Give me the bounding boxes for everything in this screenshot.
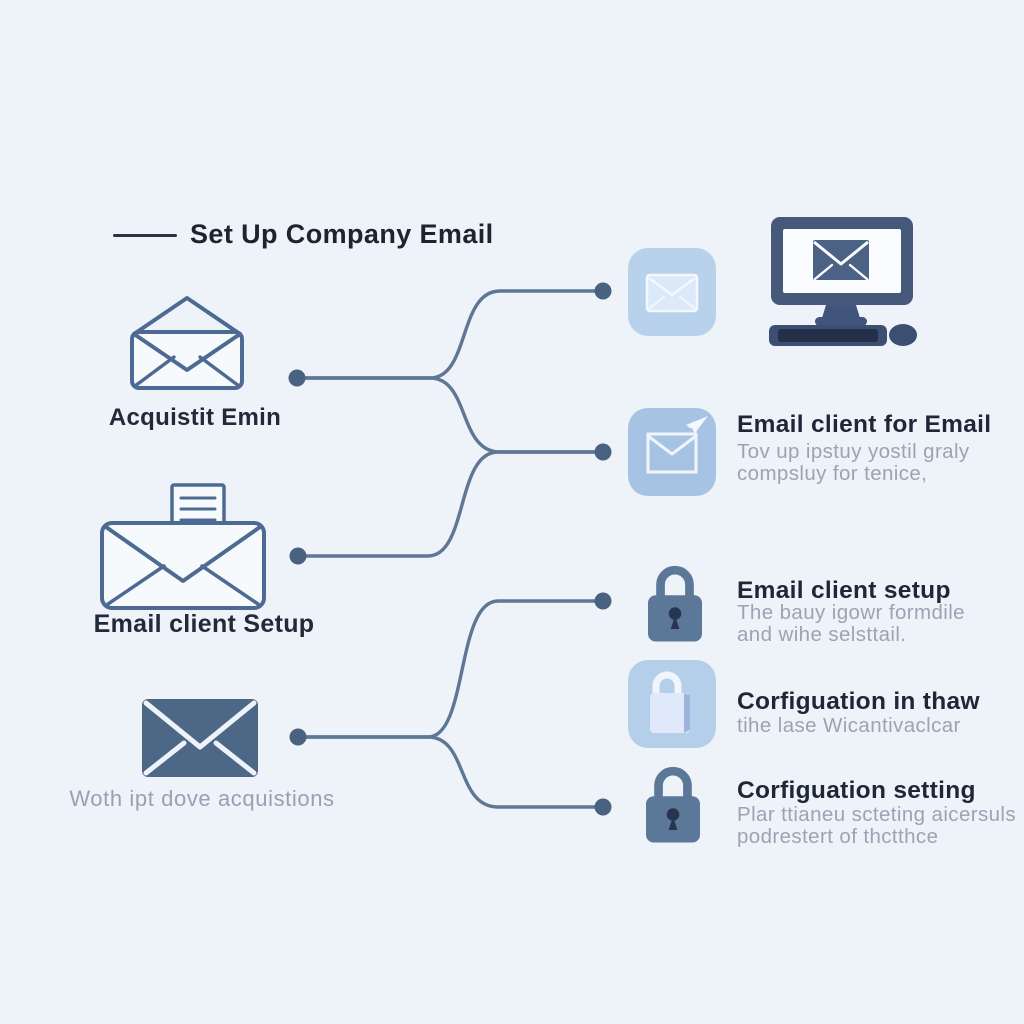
open-envelope-icon [130, 296, 244, 390]
right-item-subtext: The bauy igowr formdile [737, 601, 965, 624]
mail-app-icon [628, 248, 716, 336]
connector-left1-right1 [295, 289, 597, 380]
connector-dot [594, 282, 612, 300]
paper-plane-icon [686, 416, 708, 434]
connector-left1-right2 [295, 376, 597, 454]
mail-glyph [645, 273, 699, 313]
padlock-icon [648, 565, 702, 642]
connector-dot [594, 798, 612, 816]
connector-dot [289, 728, 307, 746]
connector-left2-right2 [296, 450, 597, 558]
screen-envelope-icon [811, 238, 871, 282]
desktop-computer-illustration [769, 217, 917, 346]
keyboard [769, 325, 887, 346]
right-item-subtext: podrestert of thctthce [737, 825, 939, 848]
connector-dot [288, 369, 306, 387]
solid-envelope-icon [142, 699, 258, 777]
right-item-title: Email client setup [737, 577, 951, 604]
padlock-glyph [650, 671, 690, 733]
mail-send-app-icon [628, 408, 716, 496]
left-item-label: Email client Setup [93, 610, 315, 638]
right-item-title: Email client for Email [737, 411, 992, 438]
padlock-icon [646, 766, 700, 843]
left-item-label: Woth ipt dove acquistions [69, 786, 335, 811]
title-dash [113, 234, 177, 237]
right-item-subtext: compsluy for tenice, [737, 462, 928, 485]
connector-dot [289, 547, 307, 565]
padlock-app-icon [628, 660, 716, 748]
mail-send-glyph [646, 416, 708, 474]
right-item-title: Corfiguation setting [737, 777, 976, 804]
page-title: Set Up Company Email [190, 219, 494, 249]
right-item-subtext: tihe lase Wicantivaclcar [737, 714, 961, 737]
right-item-title: Corfiguation in thaw [737, 688, 980, 715]
connector-dot [594, 592, 612, 610]
envelope-document-icon [100, 483, 266, 610]
monitor-base [815, 317, 867, 326]
connector-dot [594, 443, 612, 461]
right-item-subtext: Plar ttianeu scteting aicersuls [737, 803, 1017, 826]
connector-left3-right5 [296, 735, 597, 809]
connector-left3-right3 [296, 599, 597, 739]
right-item-subtext: Tov up ipstuy yostil graly [737, 440, 970, 463]
left-item-label: Acquistit Emin [108, 404, 282, 431]
mouse [889, 324, 917, 346]
monitor-stand [822, 305, 860, 318]
right-item-subtext: and wihe selsttail. [737, 623, 907, 646]
